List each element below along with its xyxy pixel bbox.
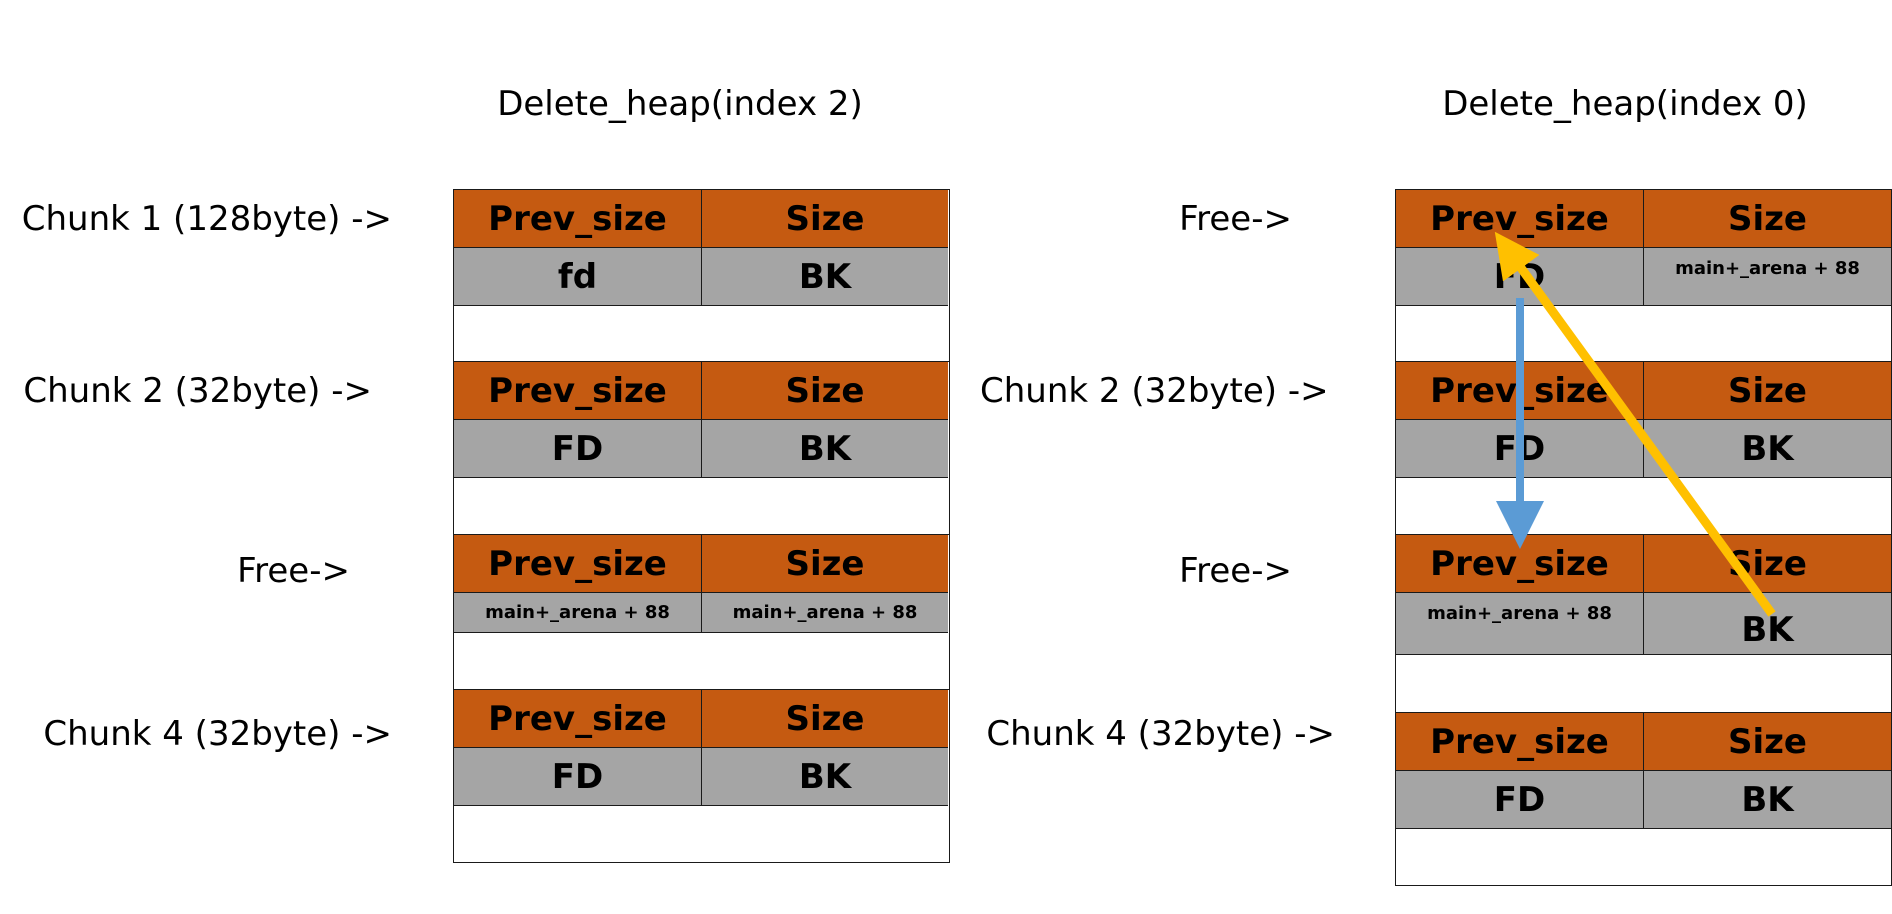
right-chunk-2-bk: BK [1644,420,1891,478]
left-chunk-4-size: Size [702,690,948,748]
left-chunk-3-prev-size: Prev_size [454,535,702,593]
right-chunk-3-bk: BK [1644,593,1891,655]
left-chunk-4: Prev_size Size FD BK [453,689,950,863]
right-chunk-2-prev-size: Prev_size [1396,362,1644,420]
left-chunk-3: Prev_size Size main+_arena + 88 main+_ar… [453,534,950,691]
right-chunk-4-label: Chunk 4 (32byte) -> [986,714,1335,754]
right-chunk-3-size: Size [1644,535,1891,593]
right-chunk-1-fd: FD [1396,248,1644,306]
right-free-label-1: Free-> [1179,199,1292,239]
left-free-label: Free-> [237,551,350,591]
right-panel: Delete_heap(index 0) Free-> Prev_size Si… [980,0,1892,914]
left-chunk-2: Prev_size Size FD BK [453,361,950,536]
right-title: Delete_heap(index 0) [1442,84,1808,124]
left-chunk-1-size: Size [702,190,948,248]
right-chunk-2-size: Size [1644,362,1891,420]
right-chunk-4-bk: BK [1644,771,1891,829]
left-chunk-1: Prev_size Size fd BK [453,189,950,362]
right-chunk-3: Prev_size Size main+_arena + 88 BK [1395,534,1892,714]
left-chunk-4-fd: FD [454,748,702,806]
right-chunk-3-prev-size: Prev_size [1396,535,1644,593]
right-chunk-4-fd: FD [1396,771,1644,829]
left-chunk-1-bk: BK [702,248,948,306]
left-chunk-2-bk: BK [702,420,948,478]
right-chunk-4: Prev_size Size FD BK [1395,712,1892,886]
left-chunk-1-label: Chunk 1 (128byte) -> [21,199,392,239]
left-chunk-4-label: Chunk 4 (32byte) -> [43,714,392,754]
left-chunk-3-fd: main+_arena + 88 [454,593,702,633]
right-chunk-1-size: Size [1644,190,1891,248]
left-panel: Delete_heap(index 2) Chunk 1 (128byte) -… [21,84,950,863]
right-chunk-4-size: Size [1644,713,1891,771]
right-chunk-1: Prev_size Size FD main+_arena + 88 [1395,189,1892,362]
left-chunk-2-size: Size [702,362,948,420]
right-chunk-3-fd: main+_arena + 88 [1396,593,1644,655]
right-chunk-2-label: Chunk 2 (32byte) -> [980,371,1329,411]
right-chunk-2: Prev_size Size FD BK [1395,361,1892,536]
left-chunk-3-size: Size [702,535,948,593]
left-chunk-1-fd: fd [454,248,702,306]
left-chunk-2-prev-size: Prev_size [454,362,702,420]
left-chunk-4-bk: BK [702,748,948,806]
left-title: Delete_heap(index 2) [497,84,863,124]
right-chunk-4-prev-size: Prev_size [1396,713,1644,771]
left-chunk-2-fd: FD [454,420,702,478]
right-chunk-2-fd: FD [1396,420,1644,478]
left-chunk-2-label: Chunk 2 (32byte) -> [23,371,372,411]
right-chunk-1-bk: main+_arena + 88 [1644,248,1891,306]
left-chunk-4-prev-size: Prev_size [454,690,702,748]
right-free-label-2: Free-> [1179,551,1292,591]
left-chunk-1-prev-size: Prev_size [454,190,702,248]
right-chunk-1-prev-size: Prev_size [1396,190,1644,248]
left-chunk-3-bk: main+_arena + 88 [702,593,948,633]
